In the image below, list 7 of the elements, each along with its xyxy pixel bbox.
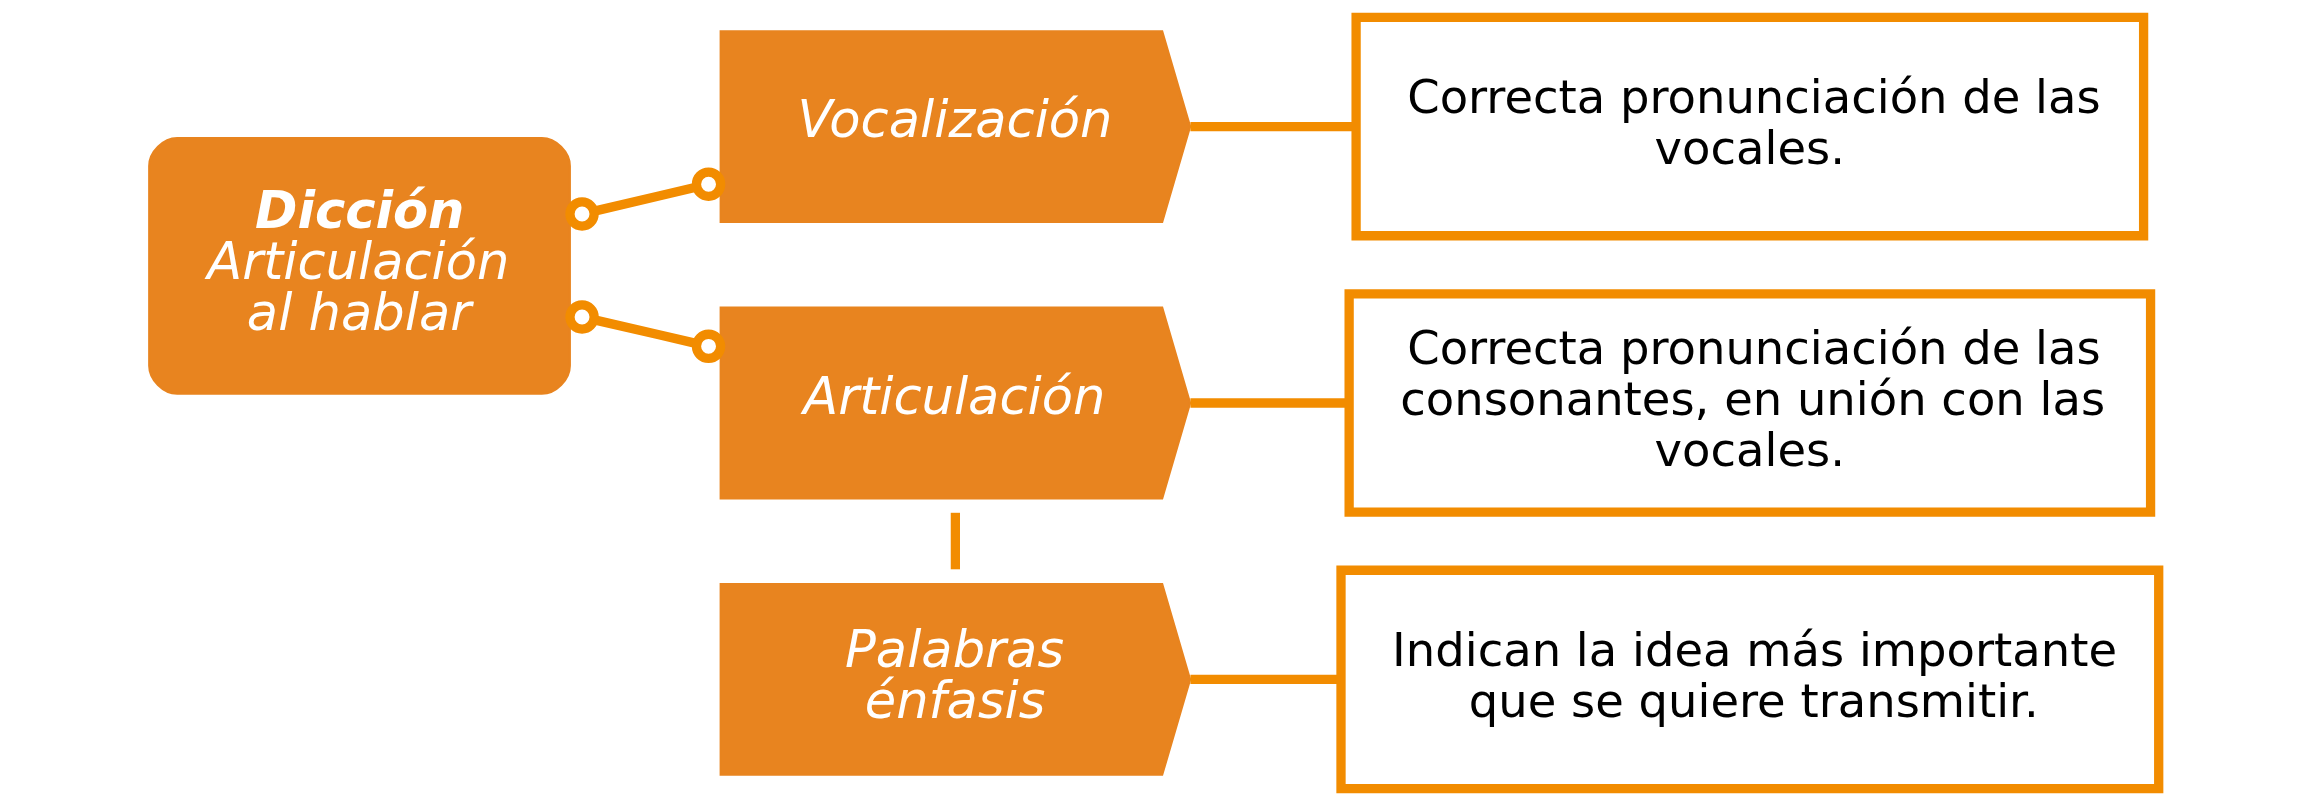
- connector: [950, 512, 960, 570]
- connector: [564, 167, 725, 231]
- node-box: Correcta pronunciación de las vocales.: [1350, 12, 2148, 241]
- node-box: Indican la idea más importante que se quiere transmitir.: [1335, 565, 2163, 794]
- node-box: Correcta pronunciación de las consonantes, en unión con las vocales.: [1344, 289, 2155, 517]
- node-box: Dicción Articulación al hablar: [147, 137, 571, 395]
- connector: [564, 300, 725, 364]
